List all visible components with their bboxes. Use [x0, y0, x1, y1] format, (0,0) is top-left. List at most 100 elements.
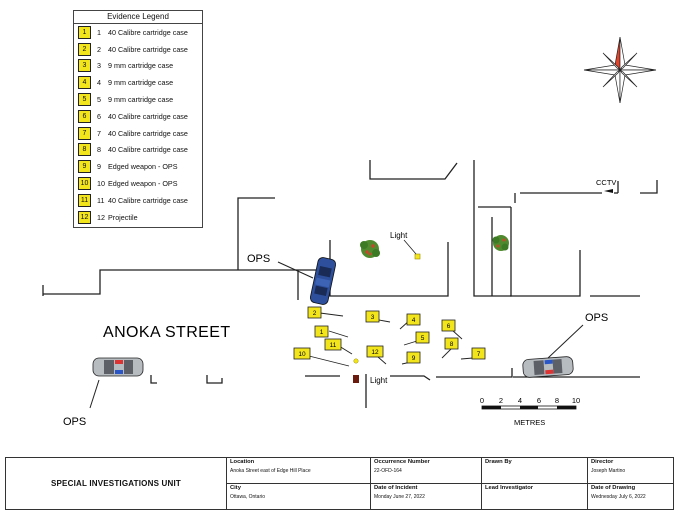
evidence-marker-12-label: 12 — [371, 349, 379, 356]
evidence-marker-10-label: 10 — [298, 351, 306, 358]
evidence-marker-10: 10 — [293, 347, 311, 360]
legend-item-label: Edged weapon - OPS — [108, 179, 178, 189]
director-label: Director — [591, 459, 614, 465]
street-name: ANOKA STREET — [103, 324, 231, 341]
city-value: Ottawa, Ontario — [230, 494, 266, 500]
legend-item-marker: 4 — [78, 76, 91, 90]
scale-tick-6: 6 — [537, 396, 541, 405]
evidence-marker-1: 1 — [314, 325, 329, 338]
legend-item-marker: 7 — [78, 126, 91, 140]
legend-item-label: Projectile — [108, 212, 138, 222]
scale-tick-4: 4 — [518, 396, 522, 405]
drawing-date-label: Date of Drawing — [591, 485, 636, 491]
blue-police-vehicle — [309, 257, 337, 305]
scale-bar: 0 2 4 6 8 10 METRES — [480, 396, 580, 427]
scale-tick-10: 10 — [572, 396, 580, 405]
evidence-marker-6-label: 6 — [447, 323, 451, 330]
occurrence-cell: Occurrence Number 22-OFD-164 — [371, 458, 481, 484]
legend-item-number: 9 — [97, 162, 101, 172]
occurrence-value: 22-OFD-164 — [374, 468, 402, 474]
cctv-label: CCTV — [596, 178, 616, 187]
legend-item-label: 9 mm cartridge case — [108, 95, 174, 105]
legend-item-number: 4 — [97, 78, 101, 88]
drawing-date-value: Wednesday July 6, 2022 — [591, 494, 646, 500]
drawn-by-column: Drawn By Lead Investigator — [482, 458, 588, 509]
tree-right — [492, 235, 509, 251]
police-car-left — [92, 357, 144, 377]
drawn-by-cell: Drawn By — [482, 458, 587, 484]
legend-item-marker: 5 — [78, 93, 91, 107]
scale-tick-0: 0 — [480, 396, 484, 405]
evidence-marker-8-label: 8 — [450, 341, 454, 348]
title-block: SPECIAL INVESTIGATIONS UNIT Location Ano… — [5, 457, 674, 510]
ops-leader-blue — [277, 261, 314, 279]
compass-rose-icon — [583, 36, 657, 104]
scale-tick-2: 2 — [499, 396, 503, 405]
legend-item-marker: 3 — [78, 59, 91, 73]
legend-item-number: 7 — [97, 128, 101, 138]
legend-item-number: 5 — [97, 95, 101, 105]
light-fixture-south — [353, 358, 359, 364]
city-cell: City Ottawa, Ontario — [227, 484, 370, 509]
ops-label-right-car: OPS — [585, 312, 608, 324]
legend-item-label: 40 Calibre cartridge case — [108, 27, 188, 37]
city-label: City — [230, 485, 241, 491]
evidence-marker-6: 6 — [441, 319, 456, 332]
evidence-marker-4: 4 — [406, 313, 421, 326]
evidence-marker-3-label: 3 — [371, 314, 375, 321]
evidence-marker-8: 8 — [444, 337, 459, 350]
legend-item-marker: 12 — [78, 210, 91, 224]
lead-investigator-cell: Lead Investigator — [482, 484, 587, 509]
legend-title: Evidence Legend — [74, 11, 202, 24]
location-label: Location — [230, 459, 255, 465]
evidence-marker-7: 7 — [471, 347, 486, 360]
lead-investigator-label: Lead Investigator — [485, 485, 533, 491]
legend-item-number: 3 — [97, 61, 101, 71]
unit-name: SPECIAL INVESTIGATIONS UNIT — [6, 458, 227, 509]
legend-item-number: 2 — [97, 44, 101, 54]
evidence-marker-9-label: 9 — [412, 355, 416, 362]
light-pole-base — [353, 375, 359, 383]
legend-item-label: 40 Calibre cartridge case — [108, 195, 188, 205]
evidence-marker-11-label: 11 — [330, 342, 337, 349]
police-car-right — [522, 356, 574, 378]
incident-date-label: Date of Incident — [374, 485, 418, 491]
ops-leader-right — [547, 324, 584, 359]
evidence-marker-3: 3 — [365, 310, 380, 323]
location-column: Location Anoka Street east of Edge Hill … — [227, 458, 371, 509]
director-column: Director Joseph Martino Date of Drawing … — [588, 458, 673, 509]
evidence-marker-2: 2 — [307, 306, 322, 319]
legend-item-marker: 1 — [78, 25, 91, 39]
evidence-markers: 1 2 3 4 5 6 7 8 — [293, 306, 486, 364]
legend-item-number: 10 — [97, 179, 105, 189]
legend-item-label: 9 mm cartridge case — [108, 78, 174, 88]
legend-item-label: 40 Calibre cartridge case — [108, 128, 188, 138]
ops-label-left-car: OPS — [63, 416, 86, 428]
legend-item-marker: 2 — [78, 42, 91, 56]
legend-item-number: 11 — [97, 195, 105, 205]
drawing-date-cell: Date of Drawing Wednesday July 6, 2022 — [588, 484, 673, 509]
legend-item-marker: 10 — [78, 177, 91, 191]
ops-leader-left — [89, 379, 100, 409]
legend-item-label: 40 Calibre cartridge case — [108, 145, 188, 155]
location-value: Anoka Street east of Edge Hill Place — [230, 468, 311, 474]
incident-date-cell: Date of Incident Monday June 27, 2022 — [371, 484, 481, 509]
location-cell: Location Anoka Street east of Edge Hill … — [227, 458, 370, 484]
light-fixture-north — [414, 253, 421, 260]
director-cell: Director Joseph Martino — [588, 458, 673, 484]
tree-left — [360, 240, 380, 258]
